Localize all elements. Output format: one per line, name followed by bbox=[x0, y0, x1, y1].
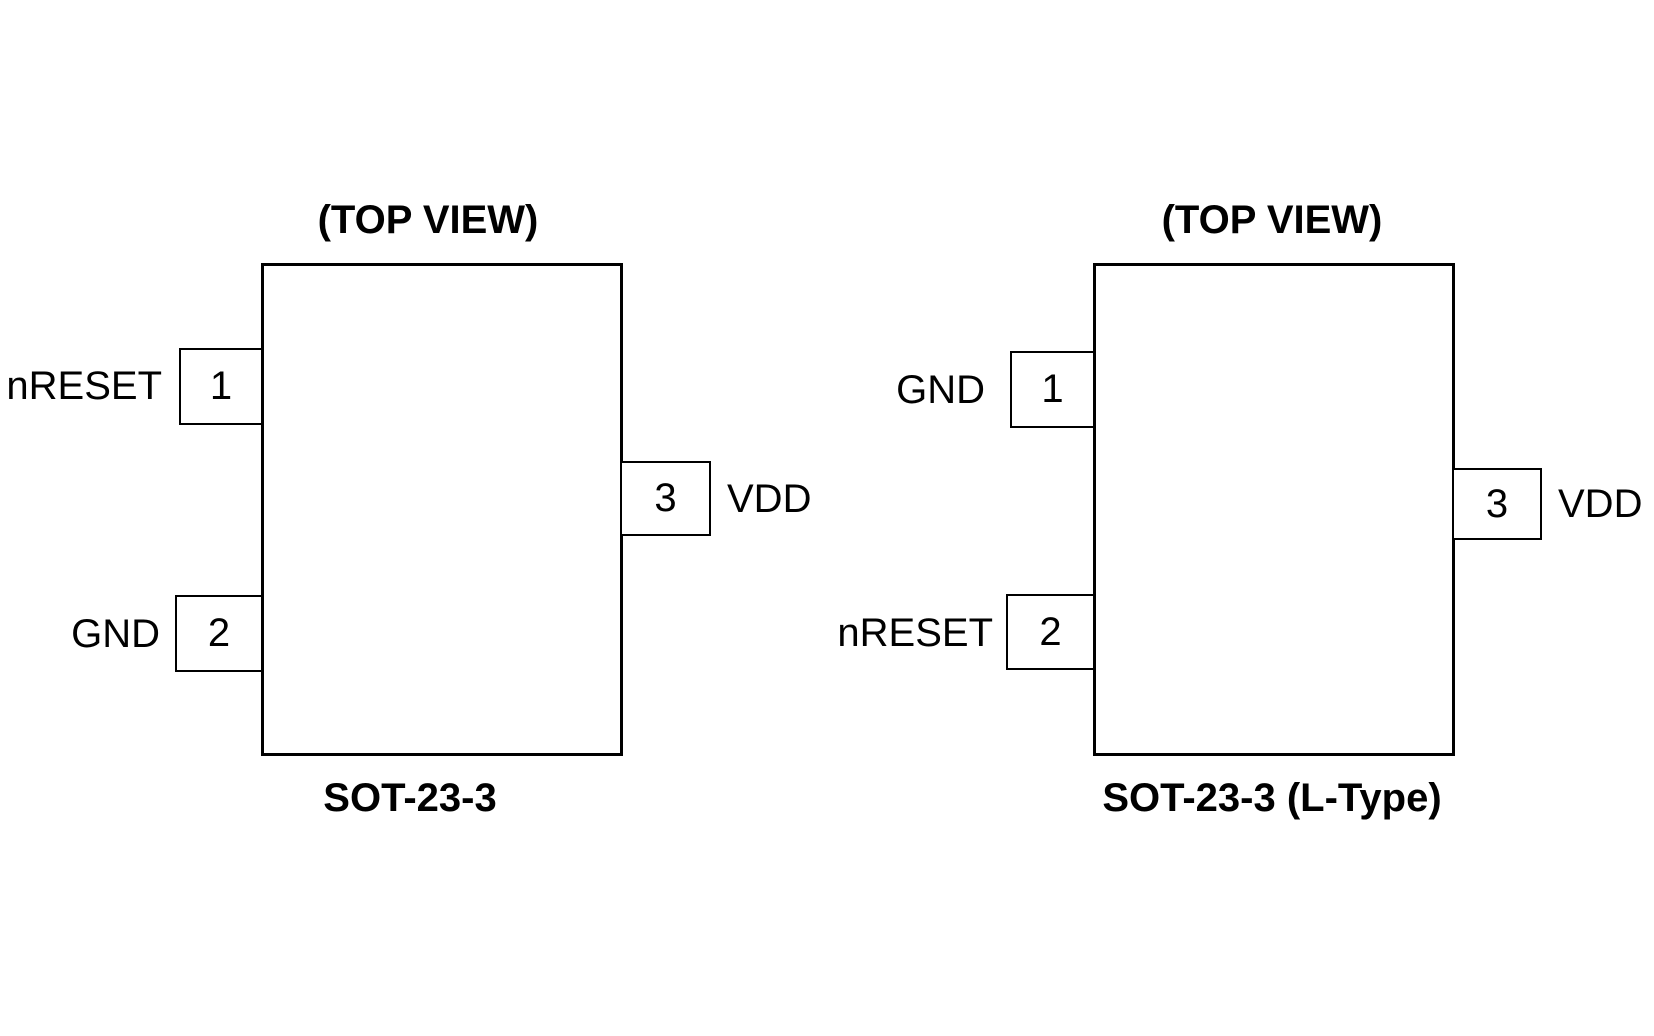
pin-1-box: 1 bbox=[1010, 351, 1095, 428]
package-body bbox=[1093, 263, 1455, 756]
pin-1-signal-label: GND bbox=[896, 368, 985, 412]
package-body bbox=[261, 263, 623, 756]
pin-3-signal-label: VDD bbox=[1558, 482, 1643, 526]
pin-1-signal-label: nRESET bbox=[6, 364, 162, 408]
pin-2-box: 2 bbox=[175, 595, 263, 672]
pin-2-signal-label: GND bbox=[71, 612, 160, 656]
pin-3-box: 3 bbox=[1452, 468, 1542, 540]
pin-2-box: 2 bbox=[1006, 594, 1095, 670]
package-name-caption: SOT-23-3 (L-Type) bbox=[1102, 776, 1442, 820]
pin-2-signal-label: nRESET bbox=[837, 611, 993, 655]
package-name-caption: SOT-23-3 bbox=[323, 776, 497, 820]
top-view-label: (TOP VIEW) bbox=[317, 198, 539, 242]
pin-1-box: 1 bbox=[179, 348, 263, 425]
pin-3-signal-label: VDD bbox=[727, 477, 812, 521]
pin-3-box: 3 bbox=[620, 461, 711, 536]
top-view-label: (TOP VIEW) bbox=[1161, 198, 1383, 242]
